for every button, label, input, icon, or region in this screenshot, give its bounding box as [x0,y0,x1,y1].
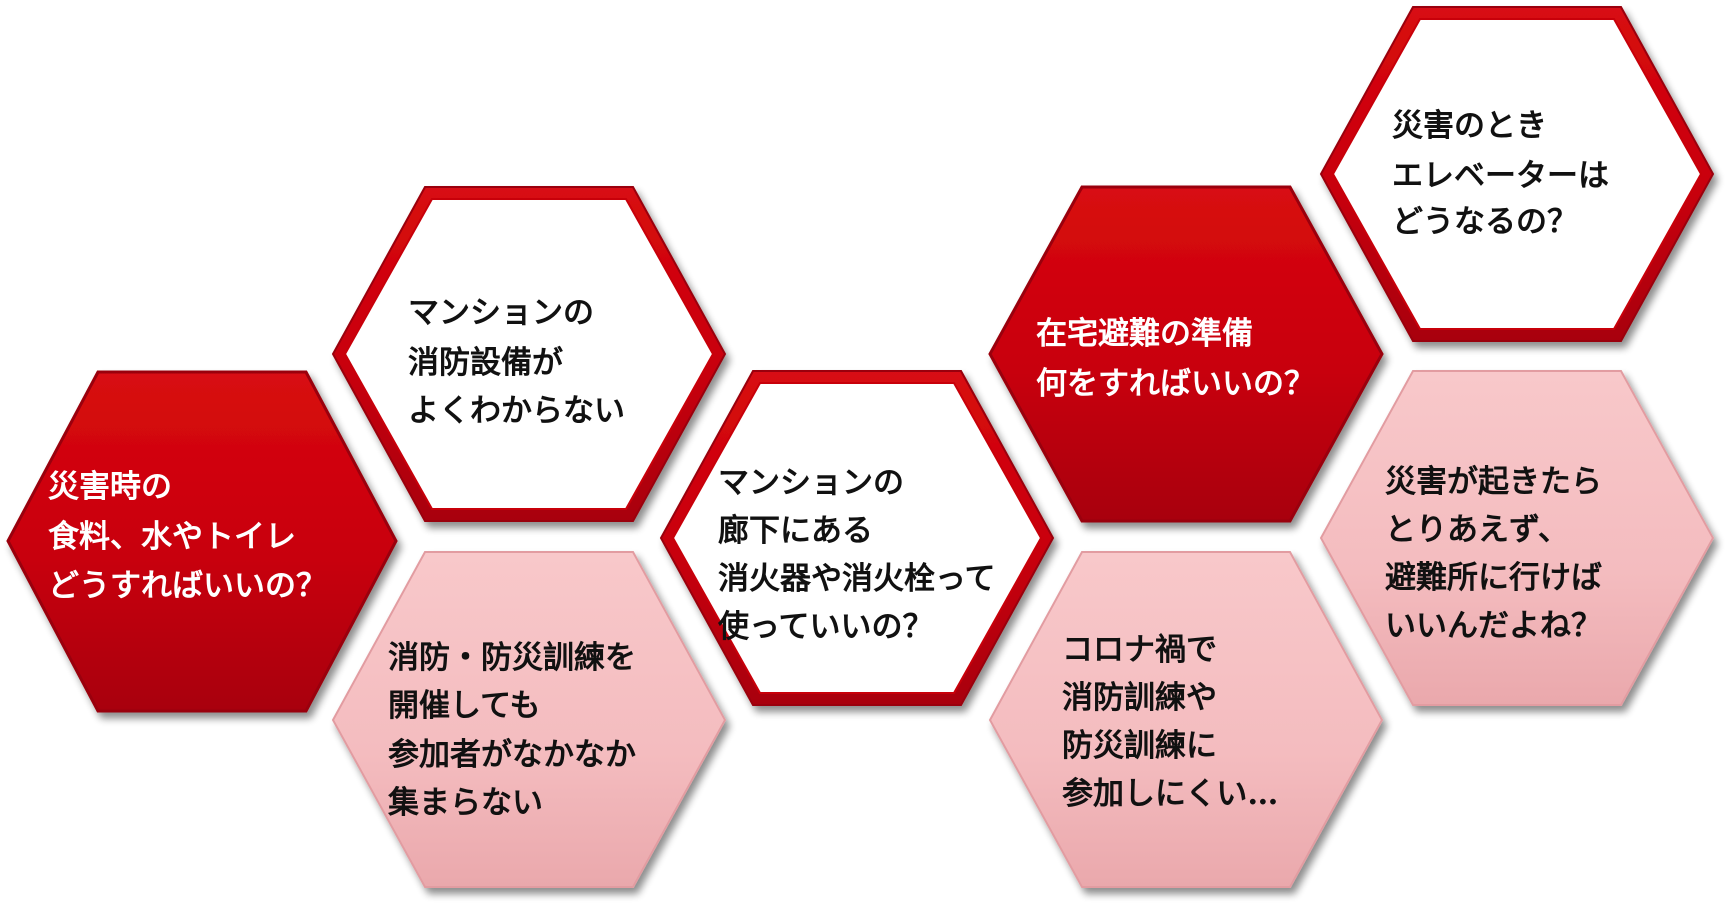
hex-evacuation-shelter-text: 災害が起きたら とりあえず、 避難所に行けば いいんだよね？ [1385,464,1613,644]
hex-home-evacuation-text: 在宅避難の準備 何をすればいいの？ [1036,316,1315,402]
hex-food-water-toilet-shape [6,370,398,713]
hex-elevator-text: 災害のとき エレベーターは どうなるの？ [1392,108,1620,240]
hex-home-evacuation: 在宅避難の準備 何をすればいいの？ [988,185,1384,523]
hex-food-water-toilet: 災害時の 食料、水やトイレ どうすればいいの？ [6,370,398,713]
hex-elevator-inner [1331,18,1703,330]
hex-fire-equipment: マンションの 消防設備が よくわからない [331,186,727,522]
hex-home-evacuation-shape [988,185,1384,523]
hex-extinguisher: マンションの 廊下にある 消火器や消火栓って 使っていいの？ [659,370,1055,706]
hex-extinguisher-inner [671,382,1043,694]
hex-fire-equipment-text: マンションの 消防設備が よくわからない [408,295,625,429]
hex-extinguisher-text: マンションの 廊下にある 消火器や消火栓って 使っていいの？ [717,465,1006,645]
hex-evacuation-shelter-shape [1319,370,1715,706]
hex-drill-attendance-shape [331,551,727,888]
hex-drill-attendance: 消防・防災訓練を 開催しても 参加者がなかなか 集まらない [331,551,727,888]
hex-fire-equipment-inner [343,198,715,510]
hex-evacuation-shelter: 災害が起きたら とりあえず、 避難所に行けば いいんだよね？ [1319,370,1715,706]
hex-food-water-toilet-text: 災害時の 食料、水やトイレ どうすればいいの？ [48,469,327,604]
hex-corona-drill-shape [988,551,1384,888]
hex-corona-drill: コロナ禍で 消防訓練や 防災訓練に 参加しにくい… [988,551,1384,888]
hex-drill-attendance-text: 消防・防災訓練を 開催しても 参加者がなかなか 集まらない [387,640,647,821]
hex-elevator: 災害のとき エレベーターは どうなるの？ [1319,6,1715,342]
hex-corona-drill-text: コロナ禍で 消防訓練や 防災訓練に 参加しにくい… [1062,632,1278,812]
